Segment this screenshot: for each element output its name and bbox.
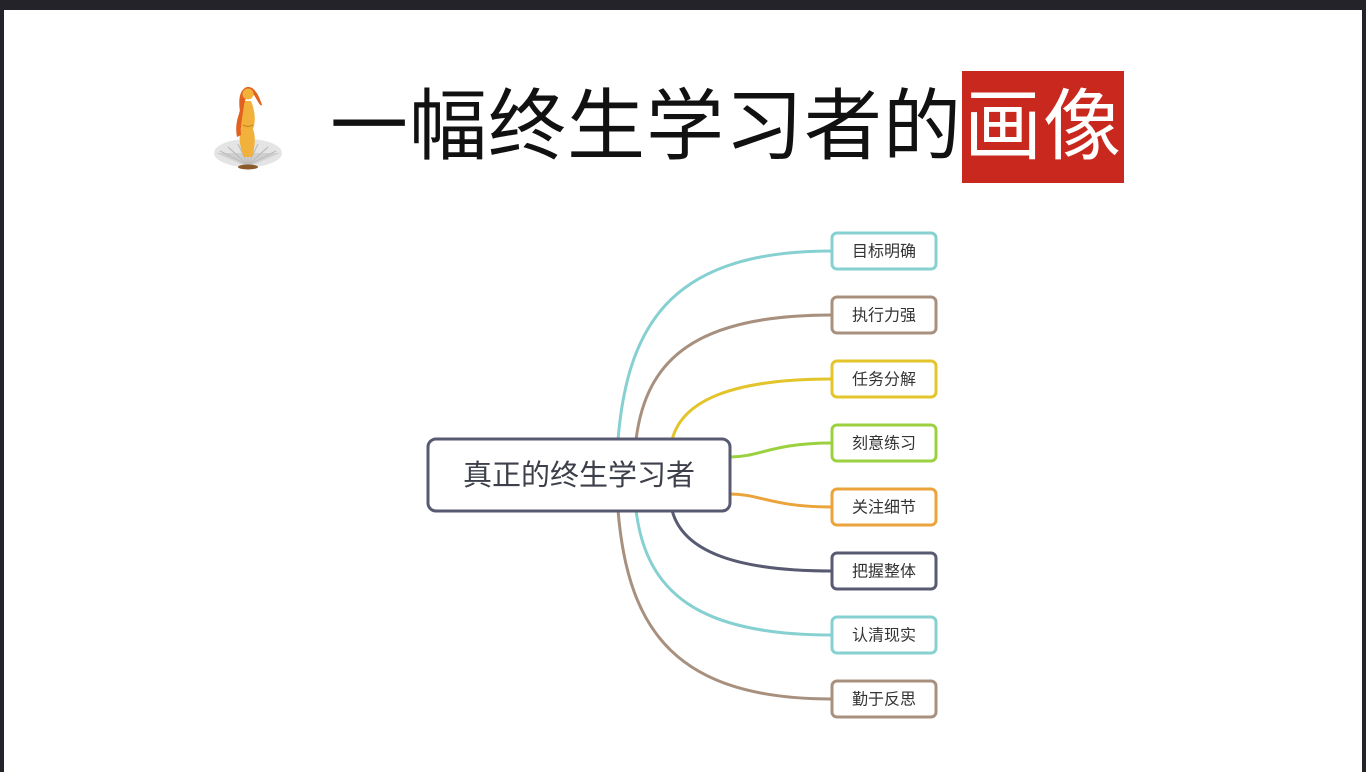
branch-node: 目标明确 [830, 231, 938, 271]
branch-node: 刻意练习 [830, 423, 938, 463]
branch-node-label: 认清现实 [852, 626, 916, 645]
branch-node-label: 刻意练习 [852, 434, 916, 453]
branch-connector [634, 509, 833, 637]
branch-node-box [830, 551, 938, 591]
branch-node-box [830, 487, 938, 527]
branch-node-label: 执行力强 [852, 306, 916, 325]
branch-connector [616, 249, 833, 441]
root-node-label: 真正的终生学习者 [463, 458, 695, 492]
branch-node: 执行力强 [830, 295, 938, 335]
slide: 一幅终生学习者的画像 真正的终生学习者 目标明确执行力强任务分解刻意练习关注细节… [4, 10, 1362, 772]
branch-connector [634, 313, 833, 441]
page-title: 一幅终生学习者的 [330, 82, 963, 172]
mind-map: 真正的终生学习者 目标明确执行力强任务分解刻意练习关注细节把握整体认清现实勤于反… [426, 231, 938, 719]
branch-node-box [830, 423, 938, 463]
branch-connectors [616, 249, 833, 701]
branch-node-label: 把握整体 [852, 562, 916, 581]
branch-node: 关注细节 [830, 487, 938, 527]
branch-node-box [830, 295, 938, 335]
branch-connector [729, 441, 833, 459]
root-node: 真正的终生学习者 [426, 437, 732, 513]
branch-node: 勤于反思 [830, 679, 938, 719]
branch-connector [729, 492, 833, 509]
branch-node-box [830, 359, 938, 399]
branch-node-box [830, 615, 938, 655]
branch-node-label: 任务分解 [852, 370, 916, 389]
branch-connector [670, 509, 833, 573]
branch-node-label: 关注细节 [852, 498, 916, 517]
branch-connector [670, 377, 833, 441]
branch-node: 把握整体 [830, 551, 938, 591]
branch-node: 任务分解 [830, 359, 938, 399]
venus-figure-icon [214, 86, 282, 170]
branch-node-box [830, 679, 938, 719]
branch-node-label: 目标明确 [852, 242, 916, 261]
branch-node-box [830, 231, 938, 271]
branch-connector [616, 509, 833, 701]
branch-node-label: 勤于反思 [852, 690, 916, 709]
branch-node: 认清现实 [830, 615, 938, 655]
page-title-highlight: 画像 [962, 71, 1125, 183]
title-row: 一幅终生学习者的画像 [210, 71, 1125, 183]
